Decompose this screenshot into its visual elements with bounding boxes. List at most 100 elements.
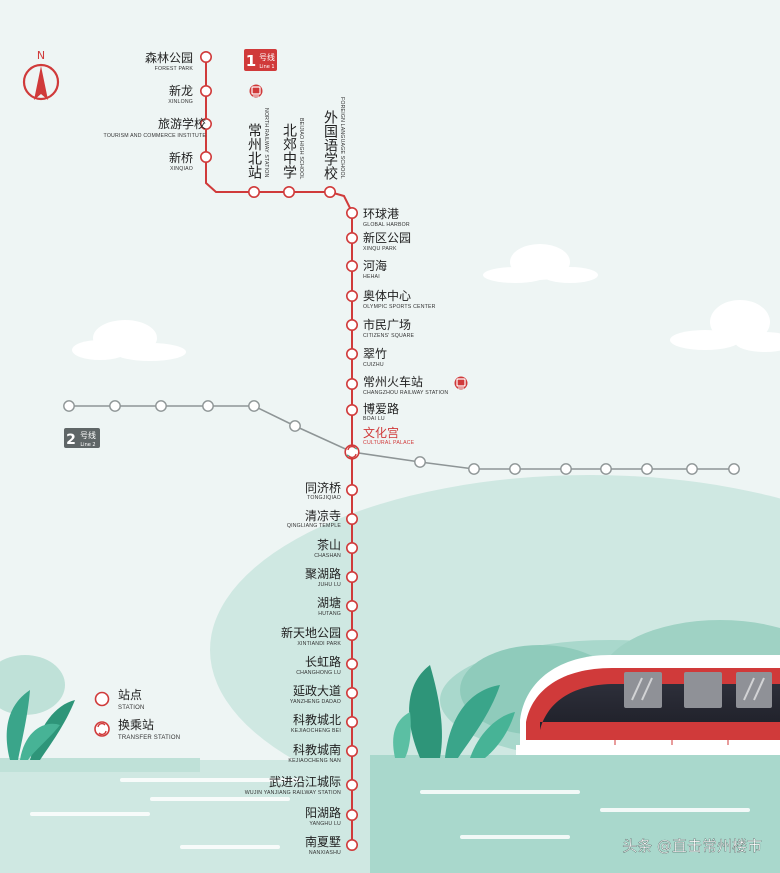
station-marker[interactable] <box>282 186 295 199</box>
station-group[interactable]: 科教城南 KEJIAOCHENG NAN <box>288 742 358 764</box>
legend-station-icon <box>94 691 110 707</box>
station-marker[interactable] <box>345 599 358 612</box>
station-marker[interactable] <box>200 85 213 98</box>
station-group[interactable]: 同济桥 TONGJIQIAO <box>305 480 358 501</box>
station-marker[interactable] <box>345 744 358 757</box>
station-marker[interactable] <box>345 483 358 496</box>
station-group[interactable]: 常州火车站 CHANGZHOU RAILWAY STATION <box>345 374 449 396</box>
station-name-en: TONGJIQIAO <box>307 495 341 501</box>
station-group[interactable]: 南夏墅 NANXIASHU <box>305 834 358 856</box>
station-group[interactable]: 科教城北 KEJIAOCHENG BEI <box>291 712 358 734</box>
station-group[interactable]: 河海 HEHAI <box>345 258 387 280</box>
station-name-en: CITIZENS' SQUARE <box>363 333 415 339</box>
station-group[interactable]: 长虹路 CHANGHONG LU <box>296 654 358 676</box>
station-group[interactable]: 森林公园 FOREST PARK <box>145 50 213 72</box>
line-2-station[interactable] <box>641 463 653 475</box>
station-marker[interactable] <box>345 512 358 525</box>
station-marker[interactable] <box>345 541 358 554</box>
station-group[interactable]: 环球港 GLOBAL HARBOR <box>345 207 410 228</box>
station-marker[interactable] <box>345 628 358 641</box>
station-marker[interactable] <box>345 838 358 851</box>
station-marker[interactable] <box>248 186 261 199</box>
station-name-cn: 常州北站 <box>246 123 262 179</box>
station-group[interactable]: 旅游学校 TOURISM AND COMMERCE INSTITUTE <box>104 116 213 139</box>
station-name-cn: 常州火车站 <box>363 374 423 389</box>
station-group[interactable]: 阳湖路 YANGHU LU <box>305 805 358 827</box>
station-group[interactable]: 清凉寺 QINGLIANG TEMPLE <box>287 508 358 529</box>
station-group[interactable]: 翠竹 CUIZHU <box>345 347 387 368</box>
station-name-en: XINTIANDI PARK <box>297 641 341 647</box>
station-group[interactable]: 奥体中心 OLYMPIC SPORTS CENTER <box>345 288 436 310</box>
station-group[interactable]: 聚湖路 JUHU LU <box>305 566 358 588</box>
station-group[interactable]: 常州北站 NORTH RAILWAY STATION <box>246 108 269 199</box>
station-name-en: BEIJIAO HIGH SCHOOL <box>298 118 304 179</box>
station-marker[interactable] <box>345 686 358 699</box>
station-group[interactable]: 新桥 XINQIAO <box>169 150 213 172</box>
transfer-icon <box>347 445 357 459</box>
station-name-cn: 奥体中心 <box>363 288 411 303</box>
station-marker[interactable] <box>345 778 358 791</box>
line-2-station[interactable] <box>414 456 426 468</box>
station-marker[interactable] <box>200 118 213 131</box>
station-group[interactable]: 新天地公园 XINTIANDI PARK <box>281 625 358 647</box>
train-illustration <box>516 655 780 755</box>
station-name-en: FOREST PARK <box>155 66 194 72</box>
line-1-badge-en: Line 1 <box>259 64 274 70</box>
station-marker[interactable] <box>345 232 358 245</box>
station-group[interactable]: 博爱路 BOAI LU <box>345 401 399 422</box>
station-marker[interactable] <box>345 403 358 416</box>
station-name-cn: 河海 <box>363 258 387 273</box>
station-name-en: HEHAI <box>363 274 380 280</box>
station-group[interactable]: 湖塘 HUTANG <box>317 595 358 617</box>
line-2-station[interactable] <box>468 463 480 475</box>
station-name-en: KEJIAOCHENG NAN <box>288 758 341 764</box>
line-2-station[interactable] <box>248 400 260 412</box>
station-name-cn: 科教城北 <box>293 712 341 727</box>
station-marker[interactable] <box>345 259 358 272</box>
line-2-station[interactable] <box>202 400 214 412</box>
station-marker[interactable] <box>345 318 358 331</box>
legend-station-cn: 站点 <box>118 688 142 702</box>
station-marker[interactable] <box>200 50 213 63</box>
station-group[interactable]: 茶山 CHASHAN <box>314 537 358 559</box>
station-marker[interactable] <box>323 186 336 199</box>
line-2-station[interactable] <box>109 400 121 412</box>
line-2-station[interactable] <box>600 463 612 475</box>
station-name-cn: 外国语学校 <box>322 110 338 180</box>
station-name-cn: 博爱路 <box>363 401 399 416</box>
station-name-en: BOAI LU <box>363 416 385 422</box>
line-2-station[interactable] <box>63 400 75 412</box>
line-2-station[interactable] <box>289 420 301 432</box>
station-marker[interactable] <box>345 289 358 302</box>
station-marker[interactable] <box>345 657 358 670</box>
station-group[interactable]: 北郊中学 BEIJIAO HIGH SCHOOL <box>281 118 304 199</box>
station-group[interactable]: 武进沿江城际 WUJIN YANJIANG RAILWAY STATION <box>245 775 358 796</box>
line-2-station[interactable] <box>686 463 698 475</box>
station-name-cn: 北郊中学 <box>281 123 297 179</box>
line-2-station[interactable] <box>509 463 521 475</box>
station-name-en: CULTURAL PALACE <box>363 440 415 446</box>
station-name-cn: 市民广场 <box>363 317 411 332</box>
station-group[interactable]: 新区公园 XINQU PARK <box>345 230 411 252</box>
station-marker[interactable] <box>345 570 358 583</box>
station-group[interactable]: 外国语学校 FOREIGN LANGUAGE SCHOOL <box>322 97 345 199</box>
line-2-station[interactable] <box>560 463 572 475</box>
station-group[interactable]: 市民广场 CITIZENS' SQUARE <box>345 317 415 339</box>
station-marker[interactable] <box>345 808 358 821</box>
station-marker[interactable] <box>345 715 358 728</box>
station-marker[interactable] <box>345 207 358 220</box>
station-group[interactable]: 新龙 XINLONG <box>168 83 213 105</box>
station-name-cn: 新区公园 <box>363 230 411 245</box>
line-2-station[interactable] <box>728 463 740 475</box>
station-name-cn: 茶山 <box>317 537 341 552</box>
station-marker[interactable] <box>345 377 358 390</box>
station-marker[interactable] <box>200 151 213 164</box>
line-1-badge-cn: 号线 <box>259 52 275 62</box>
station-group[interactable]: 延政大道 YANZHENG DADAO <box>290 684 358 705</box>
line-2-station[interactable] <box>155 400 167 412</box>
station-name-en: TOURISM AND COMMERCE INSTITUTE <box>104 133 207 139</box>
station-group[interactable]: 文化宫 CULTURAL PALACE <box>344 425 415 460</box>
north-compass-icon: N <box>22 49 60 101</box>
station-marker[interactable] <box>345 347 358 360</box>
